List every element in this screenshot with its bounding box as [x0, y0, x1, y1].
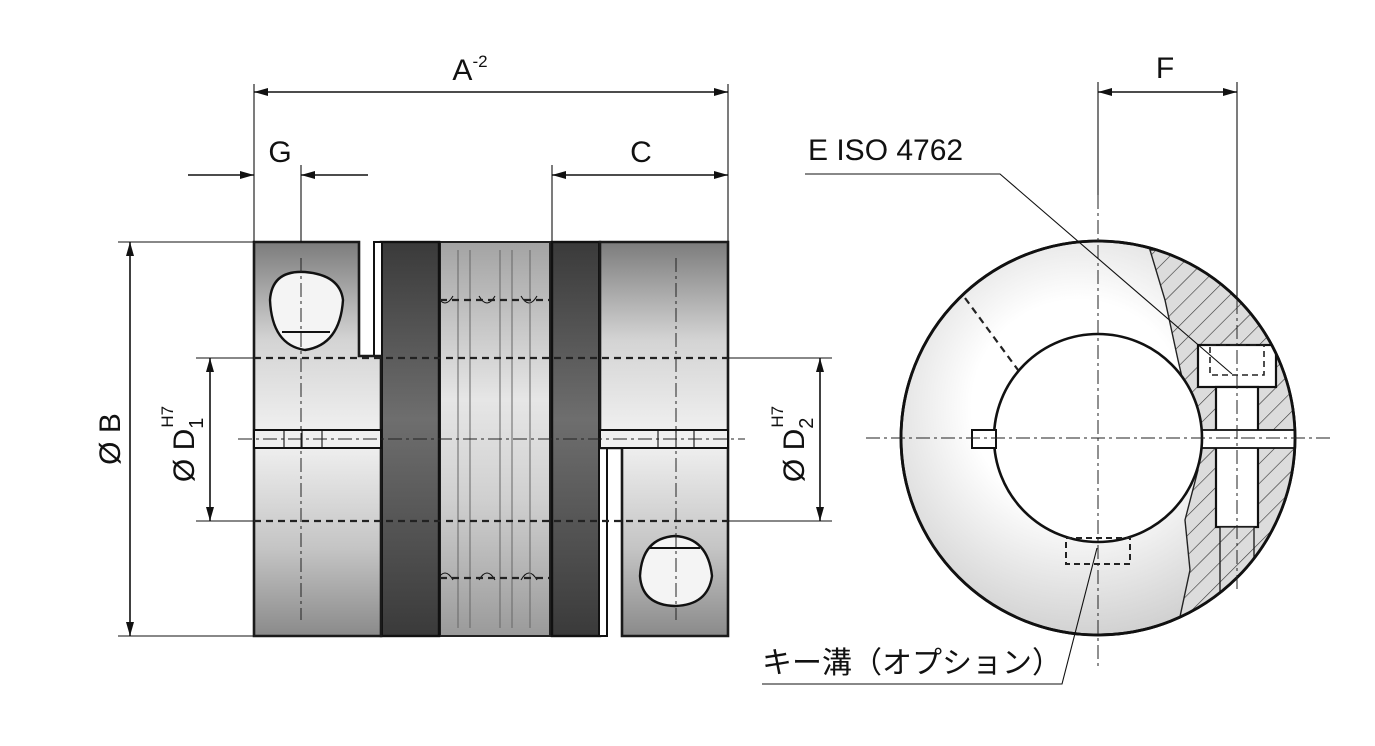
dim-b-label: Ø B — [94, 413, 127, 465]
screw-leader — [805, 173, 1233, 375]
keyway-leader — [762, 547, 1098, 685]
dim-f-label: F — [1156, 52, 1174, 85]
dim-d1-label: Ø D1H7 — [158, 406, 208, 482]
dim-a-label: A-2 — [452, 52, 487, 87]
dim-c-label: C — [630, 136, 652, 169]
section-cut — [1149, 249, 1295, 635]
screw-label: E ISO 4762 — [808, 134, 963, 167]
dim-g-label: G — [268, 136, 291, 169]
side-view: A-2 G C Ø B Ø D1H7 Ø D2H7 — [94, 52, 832, 638]
keyway-label: キー溝（オプション） — [762, 647, 1062, 680]
end-view: F E ISO 4762 キー溝（オプション） — [762, 52, 1330, 685]
dim-d2-label: Ø D2H7 — [768, 406, 818, 482]
set-key-slot — [971, 429, 997, 449]
left-screw-hole — [268, 270, 345, 352]
